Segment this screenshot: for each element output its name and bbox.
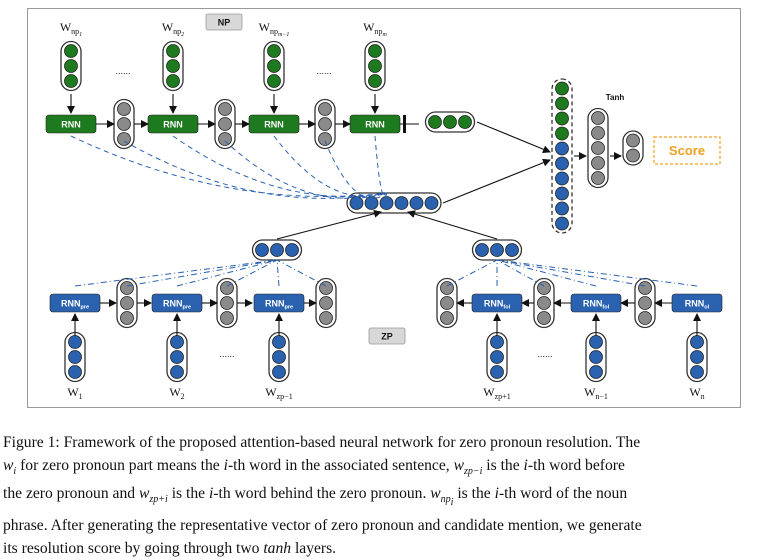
np-attention-link (123, 140, 388, 199)
np-hidden-state (214, 98, 236, 150)
np-attention-link (273, 135, 388, 197)
np-ellipsis: ...... (316, 66, 331, 76)
zp-pre-rnn-cell: RNNpre (253, 293, 305, 313)
zp-pre-attention-vector (251, 239, 303, 261)
tanh-layer-1 (587, 107, 609, 189)
np-to-concat-arrow (476, 121, 551, 154)
caption-line-5: its resolution score by going through tw… (3, 539, 337, 557)
svg-text:ZP: ZP (381, 332, 393, 342)
zp-fol-word-embedding (686, 331, 708, 383)
caption-line-2: wi for zero pronoun part means the i-th … (3, 456, 625, 477)
score-label: Score (669, 143, 705, 158)
zp-fol-attention-link (496, 259, 545, 287)
zp-pre-attention-link (276, 259, 280, 287)
zp-pre-word-embedding (64, 331, 86, 383)
zp-fol-word-embedding (585, 331, 607, 383)
np-rnn-cell: RNN (248, 114, 300, 134)
svg-text:NP: NP (218, 18, 231, 28)
zp-pre-rnn-cell: RNNpre (151, 293, 203, 313)
np-label: NP (205, 13, 243, 31)
score-box (653, 136, 721, 165)
zp-pre-attention-link (226, 259, 278, 287)
framework-figure: NPWnp1RNNWnp2RNNWnpm−1RNNWnpmRNN........… (27, 8, 741, 408)
tanh-label: Tanh (606, 93, 625, 102)
zp-fol-attention-vector (471, 239, 523, 261)
np-attention-link (70, 135, 388, 197)
zp-pre-to-zp-arrow (276, 209, 382, 240)
zp-pre-word-embedding (166, 331, 188, 383)
figure-caption: Figure 1: Framework of the proposed atte… (3, 432, 755, 560)
zp-pre-ellipsis: ...... (219, 349, 234, 359)
zp-fol-attention-link (496, 259, 698, 287)
svg-text:RNN: RNN (163, 120, 183, 130)
np-representation (424, 111, 476, 133)
svg-text:RNN: RNN (264, 120, 284, 130)
zp-pre-rnn-cell: RNNpre (49, 293, 101, 313)
svg-text:RNNol: RNNol (685, 299, 710, 311)
np-word-embedding (263, 40, 285, 92)
zp-pre-attention-link (276, 259, 327, 287)
zp-fol-rnn-cell: RNNfol (471, 293, 523, 313)
np-word-embedding (364, 40, 386, 92)
zp-fol-ellipsis: ...... (537, 349, 552, 359)
zp-label: ZP (368, 327, 406, 345)
zp-pre-attention-link (176, 259, 278, 287)
np-word-embedding (60, 40, 82, 92)
zp-fol-word-embedding (486, 331, 508, 383)
zp-fol-attention-link (496, 259, 597, 287)
np-hidden-state (314, 98, 336, 150)
caption-line-4: phrase. After generating the representat… (3, 517, 642, 534)
zp-fol-rnn-cell: RNNfol (570, 293, 622, 313)
caption-line-1: Figure 1: Framework of the proposed atte… (3, 434, 641, 451)
zp-pre-word-embedding (268, 331, 290, 383)
zp-pre-attention-link (74, 259, 278, 287)
np-ellipsis: ...... (115, 66, 130, 76)
svg-text:RNN: RNN (365, 120, 385, 130)
svg-text:RNN: RNN (61, 120, 81, 130)
np-rnn-cell: RNN (147, 114, 199, 134)
np-rnn-cell: RNN (349, 114, 401, 134)
zp-fol-attention-link (446, 259, 498, 287)
caption-line-3: the zero pronoun and wzp+i is the i-th w… (3, 485, 628, 509)
zp-pre-attention-link (126, 259, 278, 287)
tanh-layer-2 (622, 130, 644, 166)
zp-fol-rnn-cell: RNNol (671, 293, 723, 313)
np-attention-link (374, 135, 388, 197)
concat-vector (551, 78, 573, 234)
np-word-embedding (162, 40, 184, 92)
np-rnn-cell: RNN (45, 114, 97, 134)
zp-to-concat-arrow (442, 158, 551, 204)
zp-fol-to-zp-arrow (407, 210, 498, 240)
